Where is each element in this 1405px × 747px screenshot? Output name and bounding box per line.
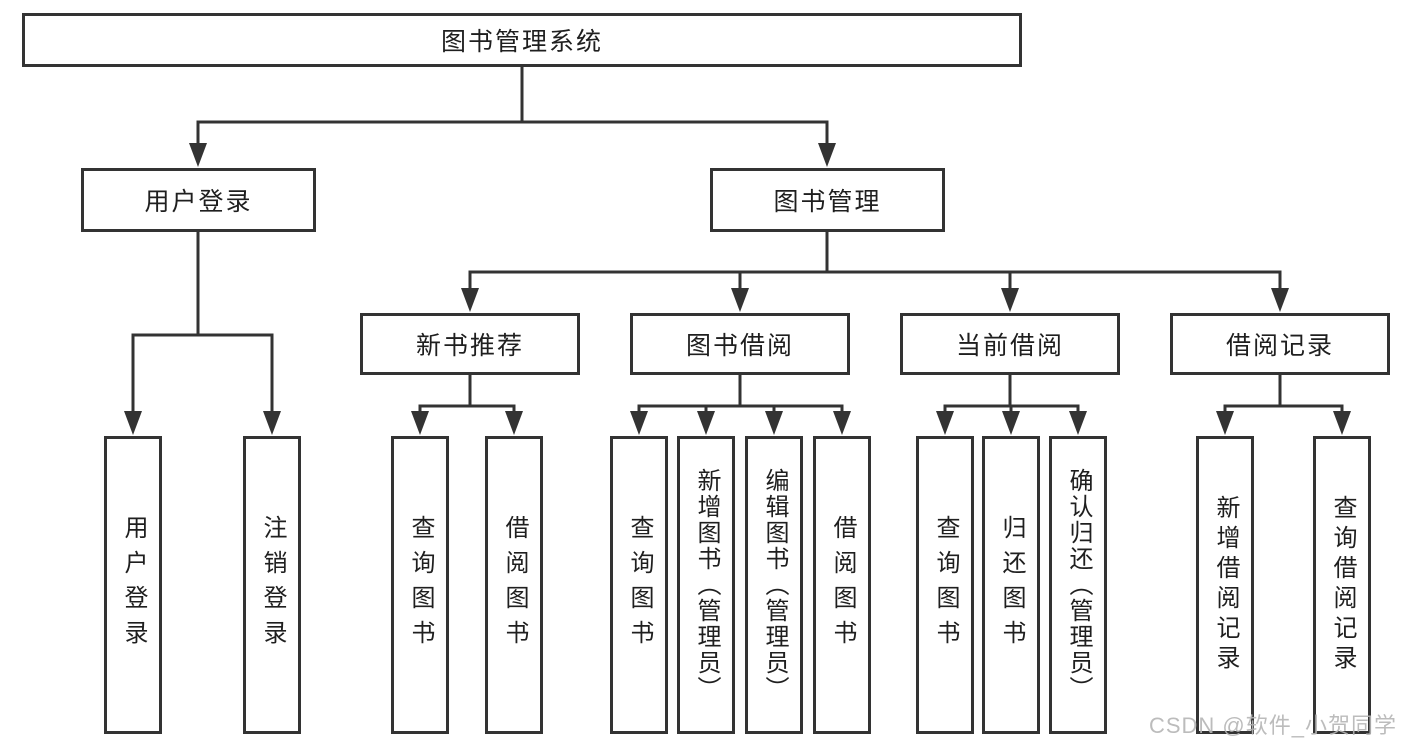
leaf-user-login: 用户登录 <box>104 436 162 734</box>
node-user-login-label: 用户登录 <box>144 188 253 216</box>
node-current-borrowing: 当前借阅 <box>900 313 1120 375</box>
node-borrowing-records: 借阅记录 <box>1170 313 1390 375</box>
leaf-add-books-admin: 新增图书（管理员） <box>677 436 735 734</box>
leaf-query-books-current: 查询图书 <box>916 436 974 734</box>
leaf-borrow-books-borrowing: 借阅图书 <box>813 436 871 734</box>
leaf-logout: 注销登录 <box>243 436 301 734</box>
node-book-borrowing-label: 图书借阅 <box>685 332 794 360</box>
leaf-edit-books-admin-label: 编辑图书（管理员） <box>761 468 788 702</box>
leaf-return-books-label: 归还图书 <box>998 515 1025 655</box>
leaf-confirm-return-admin-label: 确认归还（管理员） <box>1065 468 1092 702</box>
leaf-logout-label: 注销登录 <box>259 515 286 655</box>
node-book-management-label: 图书管理 <box>773 188 882 216</box>
leaf-borrow-books-recommend-label: 借阅图书 <box>501 515 528 655</box>
node-new-book-recommend-label: 新书推荐 <box>415 332 524 360</box>
node-current-borrowing-label: 当前借阅 <box>955 332 1064 360</box>
node-new-book-recommend: 新书推荐 <box>360 313 580 375</box>
leaf-add-books-admin-label: 新增图书（管理员） <box>693 468 720 702</box>
node-library-system: 图书管理系统 <box>22 13 1022 67</box>
leaf-query-books-borrowing: 查询图书 <box>610 436 668 734</box>
leaf-query-borrow-record-label: 查询借阅记录 <box>1329 495 1356 675</box>
leaf-confirm-return-admin: 确认归还（管理员） <box>1049 436 1107 734</box>
leaf-add-borrow-record-label: 新增借阅记录 <box>1212 495 1239 675</box>
leaf-edit-books-admin: 编辑图书（管理员） <box>745 436 803 734</box>
leaf-query-borrow-record: 查询借阅记录 <box>1313 436 1371 734</box>
leaf-borrow-books-borrowing-label: 借阅图书 <box>829 515 856 655</box>
node-book-borrowing: 图书借阅 <box>630 313 850 375</box>
node-library-system-label: 图书管理系统 <box>440 28 603 56</box>
leaf-borrow-books-recommend: 借阅图书 <box>485 436 543 734</box>
leaf-return-books: 归还图书 <box>982 436 1040 734</box>
node-user-login: 用户登录 <box>81 168 316 232</box>
node-book-management: 图书管理 <box>710 168 945 232</box>
leaf-query-books-current-label: 查询图书 <box>932 515 959 655</box>
csdn-watermark: CSDN @软件_小贺同学 <box>1148 713 1397 738</box>
leaf-user-login-label: 用户登录 <box>120 515 147 655</box>
leaf-query-books-recommend-label: 查询图书 <box>407 515 434 655</box>
leaf-add-borrow-record: 新增借阅记录 <box>1196 436 1254 734</box>
node-borrowing-records-label: 借阅记录 <box>1225 332 1334 360</box>
leaf-query-books-recommend: 查询图书 <box>391 436 449 734</box>
leaf-query-books-borrowing-label: 查询图书 <box>626 515 653 655</box>
